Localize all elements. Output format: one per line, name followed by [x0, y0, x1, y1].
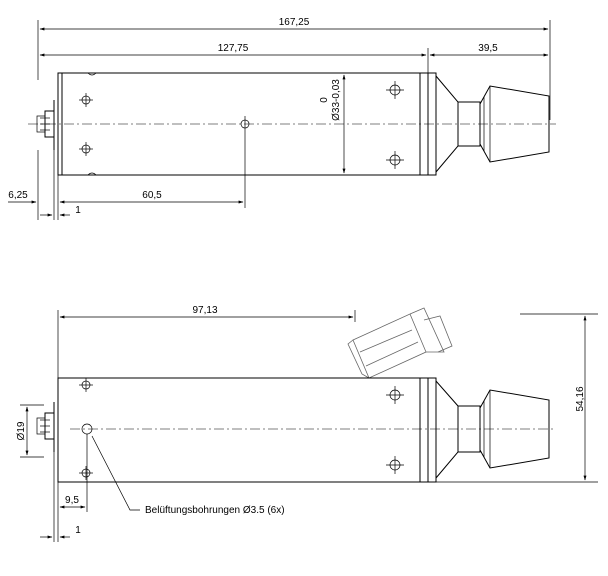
dim-one-side-label: 1: [75, 525, 81, 536]
dim-total-label: 167,25: [279, 17, 310, 28]
dim-length-label: 97,13: [192, 305, 217, 316]
vent-callout-label: Belüftungsbohrungen Ø3.5 (6x): [145, 505, 285, 516]
angled-connector: [347, 307, 453, 379]
dim-diameter-b-label: Ø33-0,03: [331, 79, 342, 121]
dim-diameter-a-label: 0: [319, 97, 330, 103]
side-view: 97,13 54,16 Ø19: [16, 305, 598, 542]
side-end-cap: [428, 377, 437, 483]
dim-hole-label: 9,5: [65, 495, 79, 506]
top-holes: [79, 81, 404, 169]
dim-one-top-label: 1: [75, 205, 81, 216]
dim-center-label: 60,5: [142, 190, 162, 201]
callout-leader: [91, 435, 140, 511]
dim-connector-label: Ø19: [16, 421, 27, 440]
dim-left-label: 6,25: [8, 190, 28, 201]
dim-body-label: 127,75: [218, 43, 249, 54]
top-view: 167,25 127,75 39,5: [8, 17, 556, 220]
dim-height-label: 54,16: [575, 386, 586, 411]
side-cone: [435, 380, 459, 479]
top-end-cap: [428, 72, 437, 176]
dim-nose-label: 39,5: [478, 43, 498, 54]
side-body: [57, 377, 429, 483]
